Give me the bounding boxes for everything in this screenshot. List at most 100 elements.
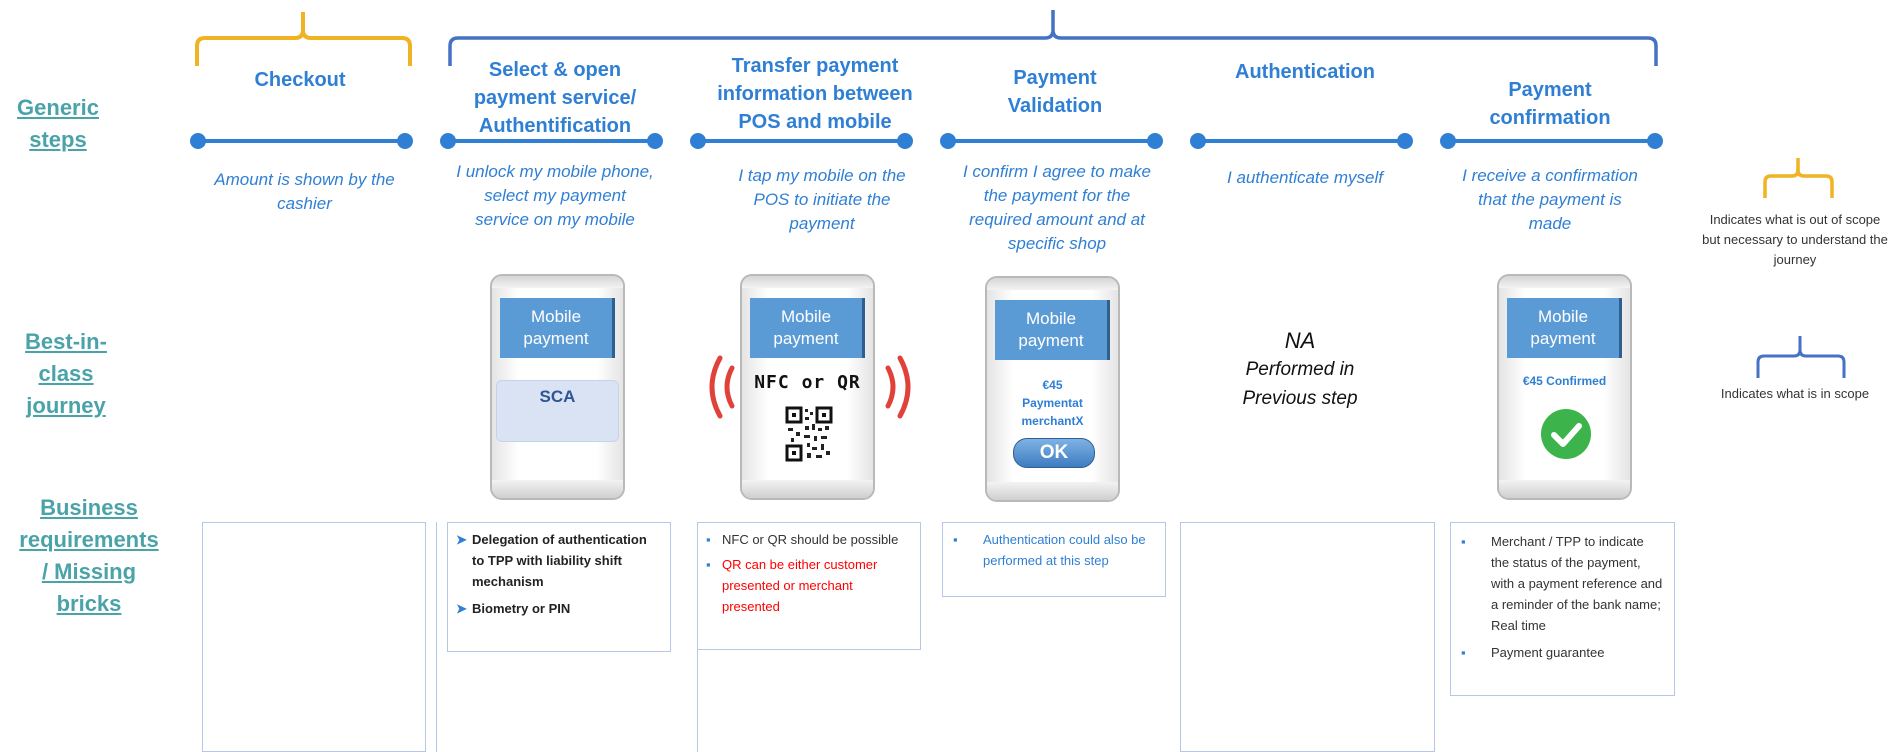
row-label-business-requirements: Business requirements / Missing bricks	[14, 492, 164, 620]
row-label-line: / Missing	[41, 559, 137, 584]
phone-header: Mobile payment	[995, 300, 1110, 360]
row-label-line: journey	[26, 393, 106, 418]
phone-nfc-qr: Mobile payment NFC or QR	[740, 274, 875, 500]
phone-bottom-bezel	[987, 482, 1118, 500]
phone-header: Mobile payment	[500, 298, 615, 358]
nfc-wave-right-icon	[885, 355, 911, 419]
column-divider	[697, 650, 698, 752]
phone-header-line: Mobile	[780, 307, 832, 326]
step-title-authentication: Authentication	[1235, 61, 1375, 83]
bullet-icon: ▪	[1461, 645, 1466, 660]
validation-line: Paymentat	[1022, 396, 1083, 410]
legend-out-of-scope-text: Indicates what is out of scope but neces…	[1702, 212, 1888, 267]
step-lines	[190, 133, 1663, 149]
step-desc-checkout: Amount is shown by the cashier	[214, 170, 395, 213]
requirements-list: ▪ Authentication could also be performed…	[953, 529, 1155, 571]
requirement-text: Delegation of authentication to TPP with…	[472, 532, 647, 589]
na-block: NA Performed in Previous step	[1205, 326, 1395, 413]
qr-code-icon	[785, 406, 833, 462]
requirement-item: ▪ Payment guarantee	[1461, 642, 1664, 663]
phone-top-bezel	[742, 276, 873, 288]
requirement-text: Payment guarantee	[1491, 645, 1605, 660]
na-line: Performed in	[1245, 359, 1355, 380]
phone-bottom-bezel	[742, 480, 873, 498]
phone-header-line: payment	[773, 329, 839, 348]
requirement-item: ▪ NFC or QR should be possible	[706, 529, 910, 550]
na-line: Previous step	[1242, 388, 1358, 409]
requirements-box-validation: ▪ Authentication could also be performed…	[942, 522, 1166, 597]
step-title-checkout: Checkout	[254, 69, 346, 91]
requirements-box-checkout	[202, 522, 426, 752]
phone-header-line: Mobile	[530, 307, 582, 326]
bullet-icon: ▪	[706, 532, 711, 547]
step-title-confirmation: Payment confirmation	[1489, 79, 1611, 129]
requirements-box-confirmation: ▪ Merchant / TPP to indicate the status …	[1450, 522, 1675, 696]
row-label-line: Best-in-class	[25, 329, 107, 386]
phone-header: Mobile payment	[1507, 298, 1622, 358]
legend-gold-bracket	[1763, 158, 1834, 198]
validation-line: merchantX	[1021, 414, 1084, 428]
step-desc-authentication: I authenticate myself	[1227, 168, 1383, 187]
requirements-box-authentication	[1180, 522, 1435, 752]
phone-bottom-bezel	[492, 480, 623, 498]
phone-header-line: Mobile	[1537, 307, 1589, 326]
requirements-box-transfer: ▪ NFC or QR should be possible ▪ QR can …	[697, 522, 921, 650]
row-label-line: bricks	[56, 591, 122, 616]
phone-top-bezel	[492, 276, 623, 288]
step-desc-validation: I confirm I agree to make the payment fo…	[962, 162, 1152, 253]
requirement-item: ▪ Merchant / TPP to indicate the status …	[1461, 531, 1664, 636]
requirement-text: Merchant / TPP to indicate the status of…	[1491, 534, 1663, 633]
step-title-transfer: Transfer payment information between POS…	[717, 55, 913, 133]
phone-sca: Mobile payment SCA	[490, 274, 625, 500]
arrow-bullet-icon: ➤	[456, 601, 467, 616]
column-divider	[436, 522, 437, 752]
phone-header: Mobile payment	[750, 298, 865, 358]
phone-header-line: payment	[523, 329, 589, 348]
step-title-validation: Payment Validation	[1007, 67, 1103, 117]
requirement-text: NFC or QR should be possible	[722, 532, 899, 547]
bullet-icon: ▪	[1461, 534, 1466, 549]
bullet-icon: ▪	[706, 557, 711, 572]
row-label-line: steps	[29, 127, 87, 152]
row-label-line: requirements	[19, 527, 159, 552]
in-scope-bracket	[448, 10, 1658, 66]
requirements-list: ➤ Delegation of authentication to TPP wi…	[456, 529, 660, 619]
phone-confirmation: Mobile payment €45 Confirmed	[1497, 274, 1632, 500]
na-label: NA	[1284, 328, 1316, 353]
ok-button[interactable]: OK	[1013, 438, 1095, 468]
requirement-item: ▪ QR can be either customer presented or…	[706, 554, 910, 617]
requirement-text: Authentication could also be performed a…	[983, 532, 1146, 568]
row-label-line: Generic	[17, 95, 99, 120]
nfc-wave-left-icon	[709, 355, 735, 419]
requirement-item: ▪ Authentication could also be performed…	[953, 529, 1155, 571]
step-desc-transfer: I tap my mobile on the POS to initiate t…	[738, 166, 906, 233]
validation-details: €45 Paymentat merchantX	[987, 376, 1118, 430]
requirements-list: ▪ NFC or QR should be possible ▪ QR can …	[706, 529, 910, 617]
out-of-scope-bracket	[195, 12, 412, 66]
phone-header-line: Mobile	[1025, 309, 1077, 328]
phone-top-bezel	[987, 278, 1118, 290]
bullet-icon: ▪	[953, 532, 958, 547]
step-title-select-open: Select & open payment service/ Authentif…	[473, 59, 637, 137]
row-label-line: Business	[40, 495, 138, 520]
nfc-qr-label: NFC or QR	[754, 372, 861, 393]
validation-amount: €45	[1042, 378, 1063, 392]
legend-in-scope-text: Indicates what is in scope	[1720, 386, 1870, 401]
phone-top-bezel	[1499, 276, 1630, 288]
requirement-item: ➤ Biometry or PIN	[456, 598, 660, 619]
confirmed-label: €45 Confirmed	[1522, 374, 1607, 388]
requirement-item: ➤ Delegation of authentication to TPP wi…	[456, 529, 660, 592]
row-label-generic-steps: Generic steps	[8, 92, 108, 156]
phone-bottom-bezel	[1499, 480, 1630, 498]
phone-validation: Mobile payment €45 Paymentat merchantX O…	[985, 276, 1120, 502]
requirements-box-select: ➤ Delegation of authentication to TPP wi…	[447, 522, 671, 652]
row-label-best-in-class: Best-in-class journey	[2, 326, 130, 422]
phone-header-line: payment	[1018, 331, 1084, 350]
checkmark-icon	[1541, 409, 1591, 459]
arrow-bullet-icon: ➤	[456, 532, 467, 547]
requirement-text-highlight: QR can be either customer presented or m…	[722, 557, 878, 614]
requirements-list: ▪ Merchant / TPP to indicate the status …	[1461, 531, 1664, 663]
step-desc-select-open: I unlock my mobile phone, select my paym…	[456, 162, 654, 229]
legend-blue-bracket	[1756, 336, 1846, 378]
